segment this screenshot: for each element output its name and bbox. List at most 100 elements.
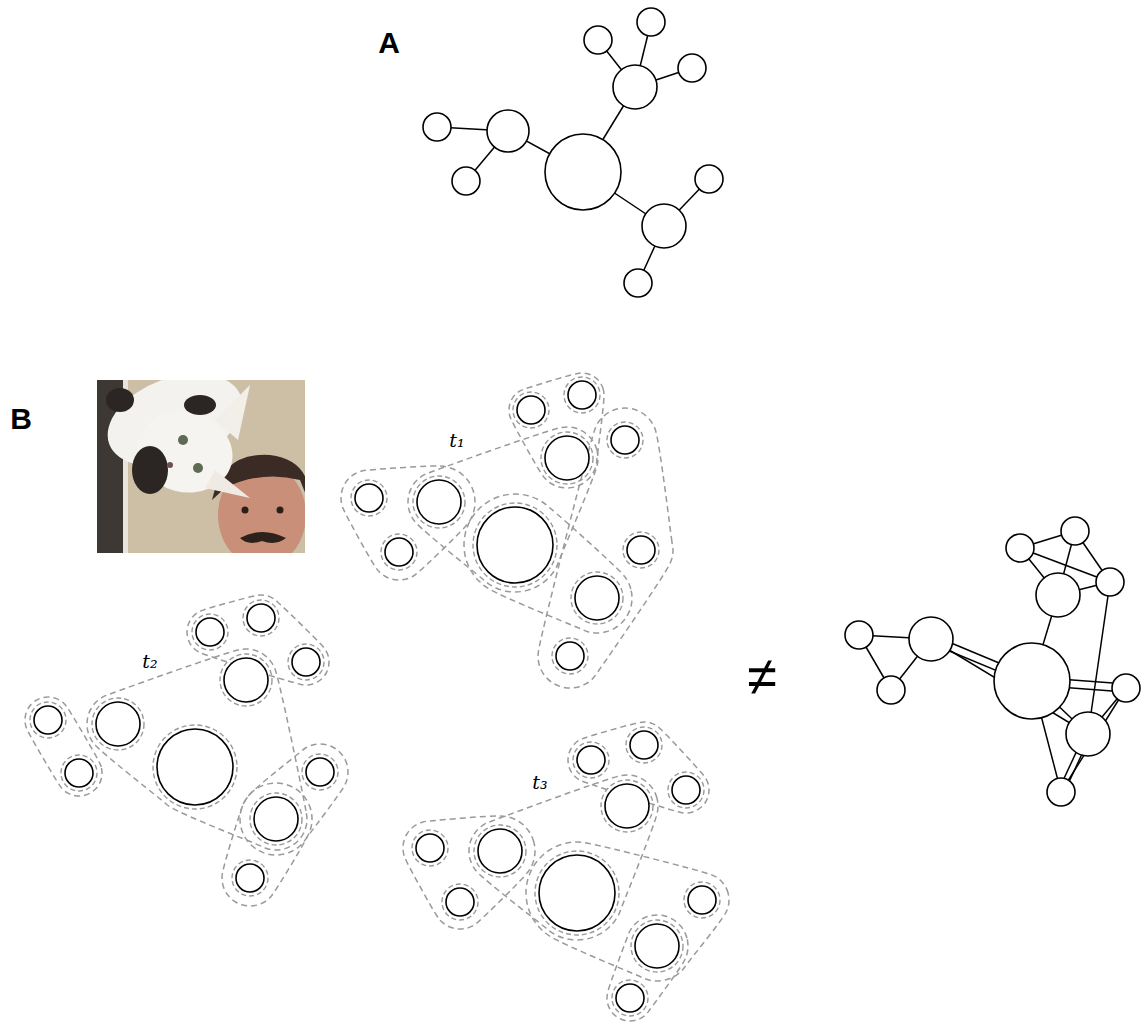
graph-vertex	[1047, 778, 1075, 806]
graph-vertex	[568, 381, 596, 409]
graph-vertex	[642, 204, 686, 248]
graph-vertex	[994, 643, 1070, 719]
graph-vertex	[624, 269, 652, 297]
vertex-ring	[192, 614, 228, 650]
group-outline	[469, 775, 658, 940]
graph-vertex	[575, 576, 619, 620]
graph-vertex	[545, 436, 589, 480]
graph-vertex	[96, 702, 140, 746]
graph-vertex	[539, 855, 615, 931]
graph-vertex	[477, 507, 553, 583]
vertex-ring	[573, 742, 609, 778]
graph-vertex	[545, 134, 621, 210]
graph-vertex	[416, 834, 444, 862]
time-label: t₁	[449, 431, 464, 450]
vertex-ring	[413, 476, 465, 528]
vertex-ring	[442, 884, 478, 920]
group-outline	[240, 744, 348, 855]
group-outline	[87, 649, 307, 850]
vertex-ring	[153, 725, 237, 809]
graph-vertex	[254, 797, 298, 841]
vertex-ring	[668, 772, 704, 808]
graph-vertex	[688, 886, 716, 914]
graph-vertex	[630, 731, 658, 759]
time-label: t₂	[142, 652, 157, 671]
graph-vertex	[292, 648, 320, 676]
vertex-ring	[607, 422, 643, 458]
vertex-ring	[612, 980, 648, 1016]
vertex-ring	[351, 480, 387, 516]
graph-vertex	[1006, 534, 1034, 562]
graph-vertex	[306, 758, 334, 786]
graph-vertex	[635, 924, 679, 968]
eye	[277, 507, 284, 514]
cat-ear	[205, 470, 250, 498]
vertex-ring	[302, 754, 338, 790]
group-outline	[222, 783, 312, 906]
vertex-ring	[61, 755, 97, 791]
cat-patch	[132, 446, 168, 494]
graph-vertex	[34, 706, 62, 734]
vertex-ring	[232, 860, 268, 896]
vertex-ring	[631, 920, 683, 972]
graph-vertex	[452, 167, 480, 195]
graph-vertex	[627, 536, 655, 564]
vertex-ring	[30, 702, 66, 738]
vertex-ring	[541, 432, 593, 484]
graph-vertex	[487, 110, 529, 152]
graph-vertex	[1112, 674, 1140, 702]
vertex-ring	[250, 793, 302, 845]
aggregated-graph	[845, 517, 1140, 806]
graph-vertex	[695, 165, 723, 193]
vertex-ring	[243, 600, 279, 636]
graph-vertex	[577, 746, 605, 774]
graph-vertex	[446, 888, 474, 916]
graph-vertex	[637, 8, 665, 36]
vertex-ring	[381, 534, 417, 570]
time-snapshot	[403, 722, 729, 1021]
graph-vertex	[157, 729, 233, 805]
time-snapshot	[25, 595, 348, 906]
graph-vertex	[355, 484, 383, 512]
graph-vertex	[1096, 568, 1124, 596]
graph-vertex	[196, 618, 224, 646]
graph-vertex	[517, 396, 545, 424]
group-outline	[341, 466, 475, 580]
graph-vertex	[584, 26, 612, 54]
graph-vertex	[556, 642, 584, 670]
vertex-ring	[535, 851, 619, 935]
vertex-ring	[412, 830, 448, 866]
photo	[97, 380, 305, 553]
graph-vertex	[605, 784, 649, 828]
graph-vertex	[616, 984, 644, 1012]
graph-vertex	[385, 538, 413, 566]
graph-vertex	[423, 113, 451, 141]
vertex-ring	[626, 727, 662, 763]
graph-vertex	[845, 621, 873, 649]
graph-vertex	[611, 426, 639, 454]
graph-link	[1061, 688, 1126, 792]
graph-vertex	[1061, 517, 1089, 545]
graph-vertex	[417, 480, 461, 524]
vertex-ring	[601, 780, 653, 832]
graph-vertex	[247, 604, 275, 632]
graph-vertex	[678, 54, 706, 82]
graph-vertex	[1036, 573, 1080, 617]
graph-vertex	[909, 617, 953, 661]
vertex-ring	[288, 644, 324, 680]
vertex-ring	[220, 654, 272, 706]
not-equal-sign: ≠	[747, 649, 777, 703]
graph-vertex	[236, 864, 264, 892]
graph-vertex	[478, 829, 522, 873]
group-outline	[526, 842, 729, 981]
vertex-ring	[623, 532, 659, 568]
group-outline	[538, 408, 673, 688]
vertex-ring	[684, 882, 720, 918]
vertex-ring	[571, 572, 623, 624]
graph-vertex	[877, 676, 905, 704]
vertex-ring	[474, 825, 526, 877]
cat-patch	[184, 395, 216, 415]
vertex-ring	[473, 503, 557, 587]
cat-patch	[106, 388, 134, 412]
